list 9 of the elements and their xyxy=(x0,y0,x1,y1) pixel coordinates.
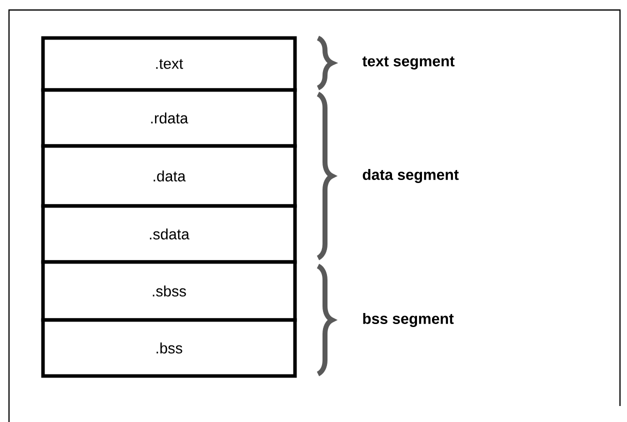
section-box: .bss xyxy=(41,318,297,378)
segment-label: text segment xyxy=(362,56,455,70)
section-box: .sbss xyxy=(41,260,297,322)
section-box: .sdata xyxy=(41,204,297,264)
segment-label: bss segment xyxy=(363,312,454,328)
section-box: .rdata xyxy=(41,88,297,148)
segment-label: data segment xyxy=(362,168,459,184)
section-box: .data xyxy=(41,144,297,208)
section-box: .text xyxy=(41,36,297,92)
